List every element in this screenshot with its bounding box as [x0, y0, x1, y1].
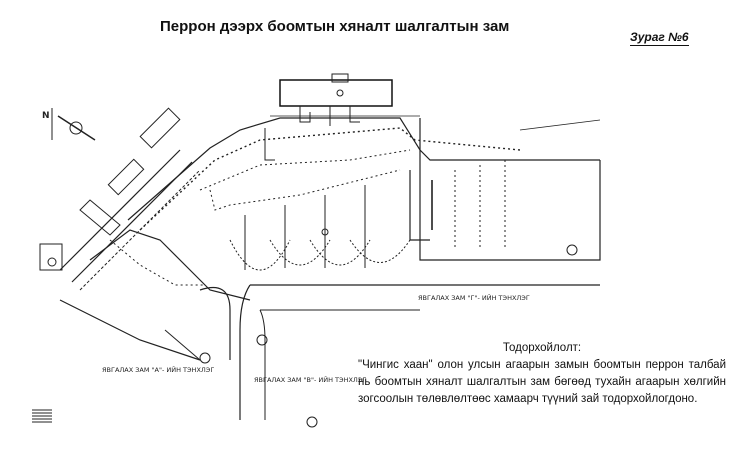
sw-building [39, 243, 63, 271]
nw-strip-edge-1 [59, 149, 181, 271]
marker-taxiway-a [199, 352, 211, 364]
legend-hatch [32, 409, 52, 423]
description-text: "Чингис хаан" олон улсын агаарын замын б… [358, 359, 726, 405]
east-leader-line [519, 119, 601, 131]
marker-east [566, 244, 578, 256]
jet-bridge-3 [349, 106, 360, 123]
control-route-mid [209, 169, 401, 211]
terminal-tower [331, 73, 349, 83]
east-stand-lane-1 [409, 170, 430, 241]
nw-building-1 [139, 107, 181, 149]
taxiway-boundary-1 [89, 229, 251, 301]
taxiway-v-label: ЯВГАЛАХ ЗАМ "В"- ИЙН ТЭНХЛЭГ [254, 375, 366, 384]
terminal-building [279, 79, 393, 107]
taxiway-a-edge [59, 299, 201, 361]
north-label: N [42, 111, 50, 121]
stand-arc-2 [269, 239, 331, 266]
description-block: Тодорхойлолт: "Чингис хаан" олон улсын а… [358, 340, 726, 408]
description-heading: Тодорхойлолт: [502, 342, 582, 354]
taxiway-v-west-edge [239, 284, 251, 420]
stand-arc-1 [229, 239, 291, 271]
nw-building-2 [107, 158, 145, 196]
stand-marker [321, 228, 329, 236]
taxiway-a-label: ЯВГАЛАХ ЗАМ "А"- ИЙН ТЭНХЛЭГ [102, 365, 214, 374]
marker-taxiway-v [256, 334, 268, 346]
apron-east-block [419, 118, 601, 261]
nw-strip-centerline [79, 169, 201, 291]
taxiway-g-label: ЯВГАЛАХ ЗАМ "Г"- ИЙН ТЭНХЛЭГ [418, 293, 530, 302]
marker-south [306, 416, 318, 428]
nw-strip-edge-2 [71, 161, 193, 283]
marker-sw-building [47, 257, 57, 267]
north-arrow-line [57, 115, 96, 141]
taxiway-curve [199, 286, 231, 360]
north-arrow-circle [69, 121, 83, 135]
figure-number: Зураг №6 [630, 30, 689, 46]
taxiway-v-east-edge [259, 309, 266, 420]
control-route-inner [199, 149, 411, 191]
apron-upper-edge [127, 117, 600, 221]
stand-arc-3 [309, 239, 371, 266]
terminal-marker [336, 89, 344, 97]
taxiway-connector [164, 329, 201, 361]
jet-bridge-1 [299, 106, 311, 123]
page-title: Перрон дээрх боомтын хяналт шалгалтын за… [160, 18, 510, 35]
control-route-upper [139, 127, 521, 231]
nw-building-3 [79, 199, 121, 236]
control-route-lower [109, 239, 205, 286]
jet-bridge-4 [264, 128, 275, 161]
stand-arc-4 [349, 239, 411, 263]
